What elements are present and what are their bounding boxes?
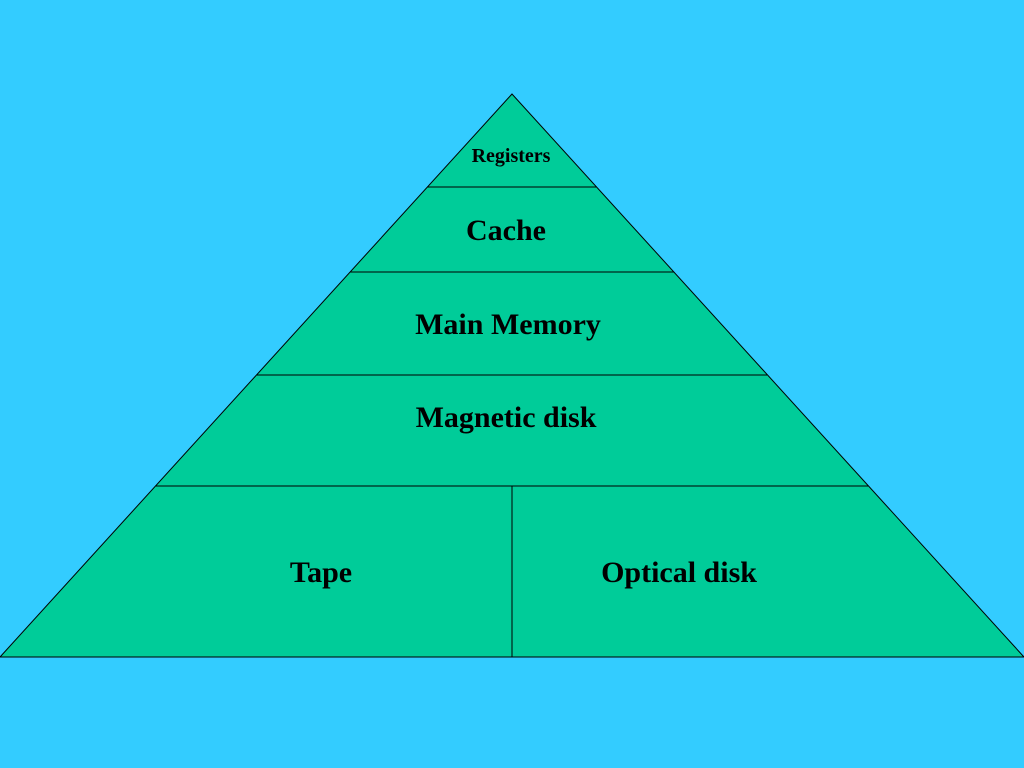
level-magnetic-disk: Magnetic disk — [415, 401, 597, 434]
level-cache: Cache — [466, 214, 546, 247]
level-optical-disk: Optical disk — [601, 556, 757, 589]
level-main-memory: Main Memory — [415, 308, 601, 341]
level-tape: Tape — [289, 556, 353, 589]
level-registers: Registers — [471, 145, 551, 167]
